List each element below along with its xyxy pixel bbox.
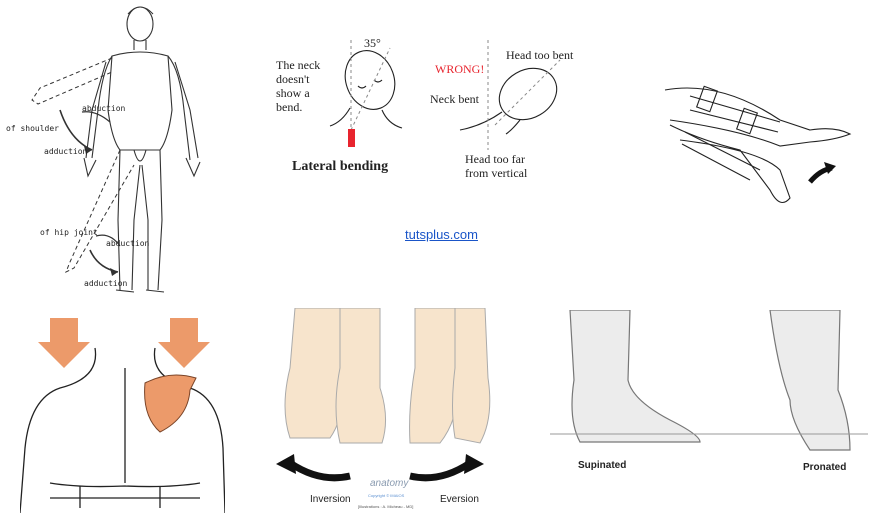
neck-bent-label: Neck bent — [430, 92, 479, 107]
label-of-hip-joint: of hip joint — [40, 228, 98, 237]
note-line-1: The neck — [276, 58, 320, 72]
label-adduction-shoulder: adduction — [44, 147, 87, 156]
neck-note: The neck doesn't show a bend. — [276, 58, 320, 114]
pronated-foot — [770, 310, 850, 450]
watermark-logo: anatomy — [370, 478, 408, 489]
head-far-label: Head too far from vertical — [465, 152, 527, 180]
inversion-label: Inversion — [310, 494, 351, 505]
arrow-down-left — [38, 318, 90, 368]
eversion-label: Eversion — [440, 494, 479, 505]
label-adduction-hip: adduction — [84, 279, 127, 288]
forearm-rotation-figure — [660, 70, 860, 220]
forearm-illustration — [660, 70, 860, 220]
lateral-bending-caption: Lateral bending — [292, 159, 388, 175]
arrow-down-right — [158, 318, 210, 368]
pronated-label: Pronated — [803, 462, 846, 473]
scapula-shape — [145, 375, 196, 432]
supinated-label: Supinated — [578, 460, 626, 471]
supinated-foot — [570, 310, 700, 442]
angle-label: 35° — [364, 36, 381, 51]
copyright-text: Copyright © IMAIOS — [368, 493, 404, 498]
note-line-3: show a — [276, 86, 320, 100]
label-abduction-shoulder: abduction — [82, 104, 125, 113]
scapula-figure — [20, 308, 225, 513]
body-abduction-figure: abduction of shoulder adduction of hip j… — [0, 0, 230, 300]
posture-illustration — [550, 310, 868, 515]
body-outline-illustration — [0, 0, 230, 300]
note-line-2: doesn't — [276, 72, 320, 86]
source-link[interactable]: tutsplus.com — [405, 227, 478, 242]
head-far-line-2: from vertical — [465, 166, 527, 180]
head-too-bent-label: Head too bent — [506, 48, 573, 63]
wrong-label: WRONG! — [435, 62, 484, 77]
foot-inversion-figure: Inversion Eversion anatomy Copyright © I… — [270, 308, 495, 513]
back-illustration — [20, 308, 225, 513]
label-abduction-hip: abduction — [106, 239, 149, 248]
illustrations-credit: [Illustrations : A. Micheau - MD] — [358, 504, 413, 509]
foot-posture-figure: Supinated Pronated — [550, 310, 868, 515]
neck-bending-figure: 35° The neck doesn't show a bend. Latera… — [270, 30, 600, 190]
label-of-shoulder: of shoulder — [6, 124, 59, 133]
note-line-4: bend. — [276, 100, 320, 114]
head-far-line-1: Head too far — [465, 152, 527, 166]
neck-marker — [348, 129, 355, 147]
